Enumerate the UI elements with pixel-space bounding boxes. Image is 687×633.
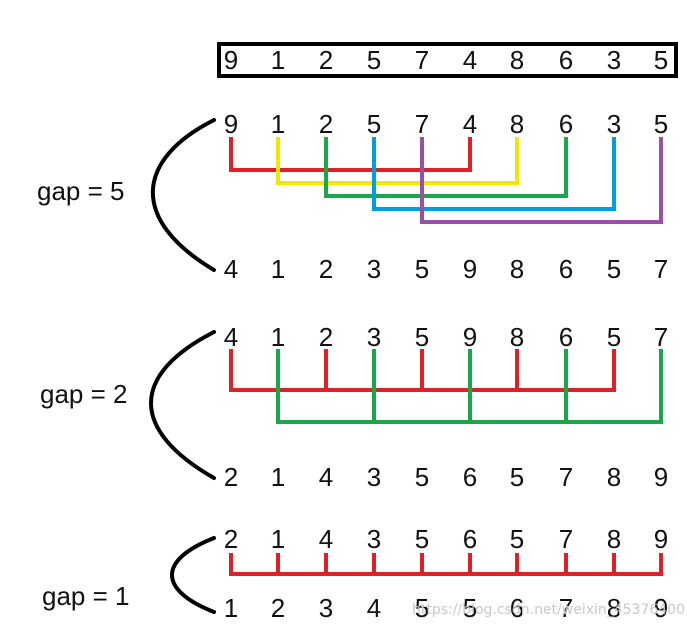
pass-1-before-value: 4: [463, 109, 477, 139]
pass-2-group-1-connector: [229, 349, 616, 392]
pass-3-before-value: 8: [607, 524, 621, 554]
pass-3-before-value: 7: [559, 524, 573, 554]
pass-2-group-2-connector: [276, 349, 663, 424]
pass-3-group-1-connector: [229, 553, 663, 576]
pass-1-after-value: 5: [607, 254, 621, 284]
pass-3-after-value: 8: [607, 593, 621, 623]
pass-3-before-value: 3: [367, 524, 381, 554]
pass-2-before-value: 8: [510, 322, 524, 352]
pass-1-group-3-connector: [324, 137, 568, 198]
pass-1-group-1-connector: [229, 137, 472, 172]
pass-2-brace: [149, 330, 216, 480]
pass-2-before-value: 4: [224, 322, 238, 352]
initial-array-value: 4: [463, 45, 477, 75]
pass-1-before-value: 5: [654, 109, 668, 139]
pass-1-before-value: 6: [559, 109, 573, 139]
pass-2-after-value: 5: [415, 462, 429, 492]
pass-2-after-value: 3: [367, 462, 381, 492]
pass-2-after-value: 8: [607, 462, 621, 492]
pass-3-before-value: 5: [510, 524, 524, 554]
pass-1-group-5-connector: [420, 137, 663, 224]
pass-1-after-value: 2: [319, 254, 333, 284]
pass-1-before-value: 9: [224, 109, 238, 139]
initial-array-value: 5: [367, 45, 381, 75]
pass-2-after-value: 6: [463, 462, 477, 492]
gap-label-pass-3: gap = 1: [42, 581, 129, 611]
initial-array-value: 8: [510, 45, 524, 75]
pass-1-after-value: 9: [463, 254, 477, 284]
pass-1-before-value: 1: [271, 109, 285, 139]
pass-3-before-value: 1: [271, 524, 285, 554]
number-labels: 9 1 2 5 7 4 8 6 3 5 9 1 2 5 7 4 8 6 3 5 4 1 2 3 5 9 8 6 5 7 4 1 2 3 5 9 8 6 5 7…: [224, 45, 668, 623]
pass-2-after-value: 5: [510, 462, 524, 492]
pass-1-after-value: 4: [224, 254, 238, 284]
gap-label-pass-2: gap = 2: [40, 379, 127, 409]
pass-1-before-value: 8: [510, 109, 524, 139]
initial-array-value: 6: [559, 45, 573, 75]
pass-1-after-value: 1: [271, 254, 285, 284]
initial-array-value: 1: [271, 45, 285, 75]
pass-1-group-2-connector: [276, 137, 519, 185]
pass-1-brace: [150, 118, 216, 272]
pass-1-before-value: 2: [319, 109, 333, 139]
pass-3-after-value: 2: [271, 593, 285, 623]
pass-3-brace: [170, 536, 216, 614]
pass-1-after-value: 3: [367, 254, 381, 284]
pass-1-after-value: 5: [415, 254, 429, 284]
initial-array-value: 9: [224, 45, 238, 75]
pass-1-after-value: 8: [510, 254, 524, 284]
pass-2-after-value: 1: [271, 462, 285, 492]
pass-3-after-value: 5: [415, 593, 429, 623]
pass-2-before-value: 6: [559, 322, 573, 352]
pass-1-after-value: 7: [654, 254, 668, 284]
initial-array-value: 7: [415, 45, 429, 75]
pass-2-before-value: 2: [319, 322, 333, 352]
pass-3-before-value: 9: [654, 524, 668, 554]
pass-3-before-value: 4: [319, 524, 333, 554]
initial-array-value: 3: [607, 45, 621, 75]
pass-2-before-value: 7: [654, 322, 668, 352]
connector-lines: [229, 137, 663, 576]
pass-1-before-value: 7: [415, 109, 429, 139]
initial-array-value: 5: [654, 45, 668, 75]
pass-3-after-value: 6: [510, 593, 524, 623]
pass-1-after-value: 6: [559, 254, 573, 284]
pass-3-after-value: 9: [654, 593, 668, 623]
braces: [149, 118, 216, 614]
pass-2-before-value: 5: [415, 322, 429, 352]
initial-array-value: 2: [319, 45, 333, 75]
pass-3-after-value: 4: [367, 593, 381, 623]
pass-3-before-value: 6: [463, 524, 477, 554]
pass-2-before-value: 3: [367, 322, 381, 352]
pass-3-after-value: 1: [224, 593, 238, 623]
pass-2-after-value: 9: [654, 462, 668, 492]
pass-1-before-value: 3: [607, 109, 621, 139]
pass-3-after-value: 7: [559, 593, 573, 623]
watermark: https://blog.csdn.net/weixin_45376400: [412, 602, 685, 618]
gap-label-pass-1: gap = 5: [37, 176, 124, 206]
pass-2-after-value: 4: [319, 462, 333, 492]
pass-1-before-value: 5: [367, 109, 381, 139]
pass-2-before-value: 9: [463, 322, 477, 352]
pass-2-before-value: 5: [607, 322, 621, 352]
pass-2-after-value: 2: [224, 462, 238, 492]
pass-1-group-4-connector: [372, 137, 616, 211]
pass-3-before-value: 2: [224, 524, 238, 554]
pass-3-before-value: 5: [415, 524, 429, 554]
pass-2-before-value: 1: [271, 322, 285, 352]
initial-array-box: [217, 42, 678, 78]
pass-2-after-value: 7: [559, 462, 573, 492]
pass-3-after-value: 3: [319, 593, 333, 623]
pass-3-after-value: 5: [463, 593, 477, 623]
